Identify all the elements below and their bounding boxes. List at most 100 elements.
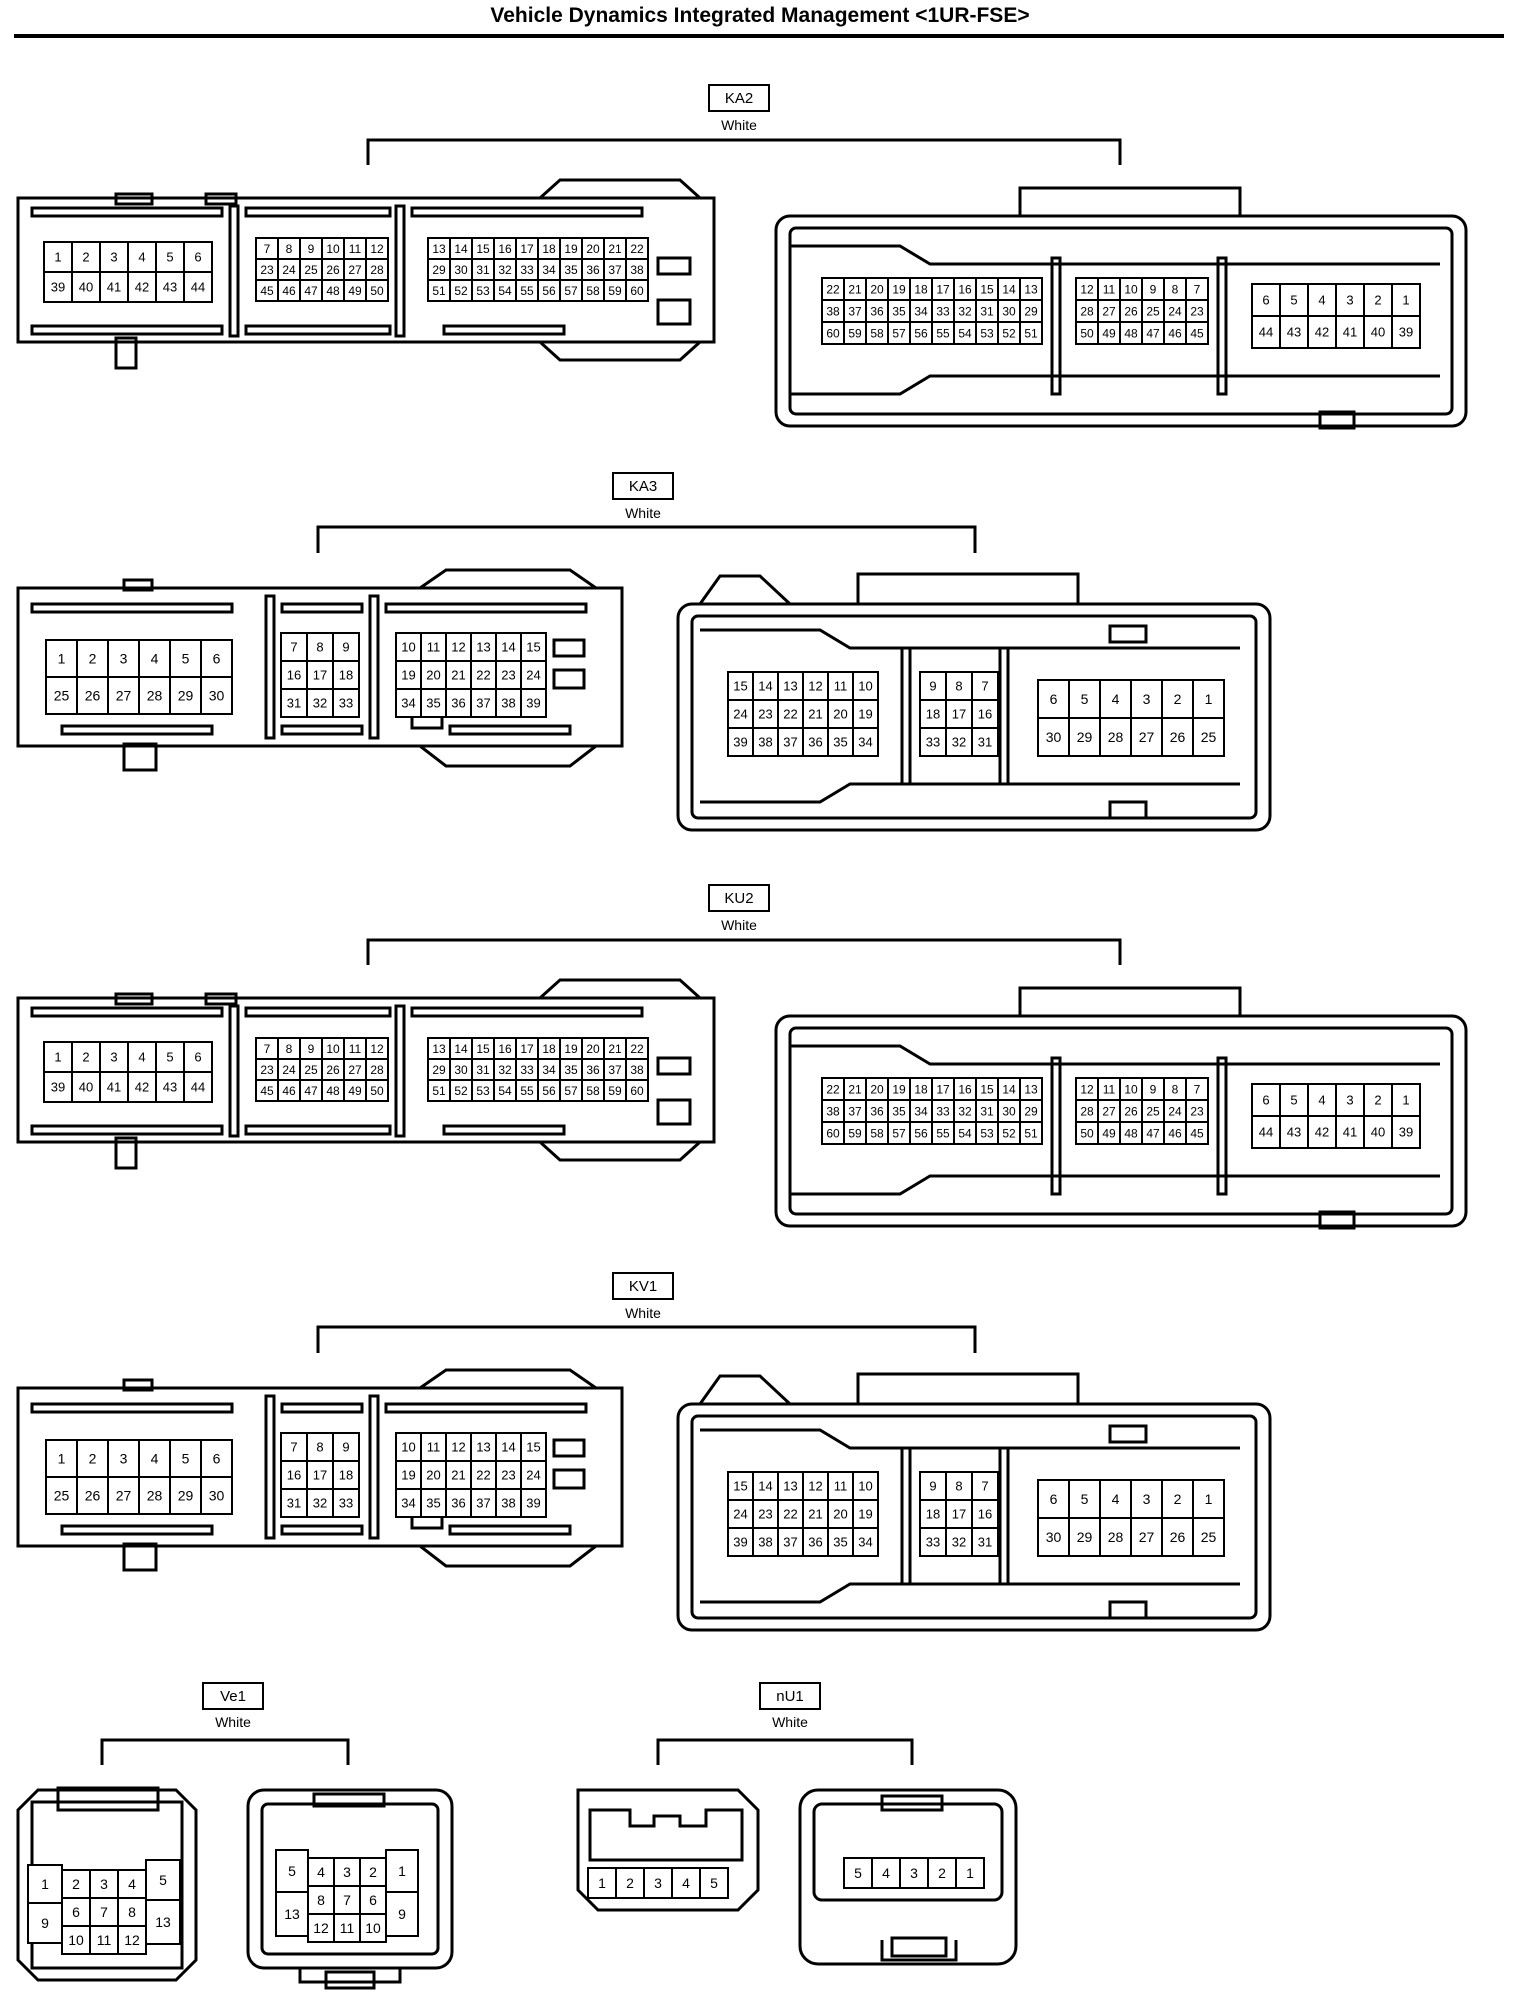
pin-label: 32 — [498, 263, 512, 277]
rail-top — [384, 602, 588, 614]
pin-label: 15 — [733, 679, 747, 694]
pin: 57 — [559, 1079, 583, 1102]
pin-label: 33 — [339, 696, 353, 711]
lever-top — [538, 978, 702, 1000]
pin: 34 — [395, 688, 422, 718]
latch-top — [312, 1792, 386, 1808]
pin-cell — [445, 1460, 472, 1490]
connector-color-nu1: White — [772, 1714, 808, 1730]
pin-cell — [827, 699, 854, 729]
pin: 27 — [343, 1058, 367, 1081]
pin: 4 — [127, 1041, 157, 1073]
pin: 50 — [365, 1079, 389, 1102]
pin-label: 33 — [926, 735, 940, 750]
pin: 26 — [1119, 299, 1143, 323]
pin: 20 — [865, 277, 889, 301]
rail-bottom — [30, 324, 224, 336]
pin: 36 — [802, 727, 829, 757]
connector-color-ve1: White — [215, 1714, 251, 1730]
pin: 1 — [1192, 1479, 1225, 1519]
pin-label: 11 — [834, 1479, 848, 1494]
harness-housing-kv1 — [16, 1386, 624, 1548]
pin: 5 — [1068, 1479, 1101, 1519]
pin-cell — [1019, 1121, 1043, 1145]
pin-label: 12 — [1080, 282, 1094, 296]
pin-cell — [727, 1471, 754, 1501]
pin: 12 — [365, 1037, 389, 1060]
pin: 45 — [1185, 1121, 1209, 1145]
pin: 6 — [1037, 679, 1070, 719]
pin: 28 — [365, 1058, 389, 1081]
pin: 46 — [277, 279, 301, 302]
pin-label: 57 — [892, 326, 906, 340]
pin-label: 7 — [1194, 282, 1201, 296]
pin: 43 — [1279, 315, 1309, 349]
pin-label: 2 — [626, 1875, 634, 1891]
pin-label: 52 — [454, 1084, 468, 1098]
pin: 34 — [395, 1488, 422, 1518]
pin: 28 — [138, 1476, 171, 1515]
pin-label: 1 — [598, 1875, 606, 1891]
latch-bottom — [1318, 410, 1356, 430]
pin-label: 6 — [1050, 1491, 1058, 1507]
pin: 50 — [365, 279, 389, 302]
pin: 22 — [777, 1499, 804, 1529]
pin-label: 4 — [1112, 1491, 1120, 1507]
pin-label: 6 — [194, 1050, 201, 1065]
pin: 1 — [385, 1849, 419, 1893]
lever-top — [538, 178, 702, 200]
pin-label: 10 — [401, 1440, 415, 1455]
pin-label: 26 — [1170, 729, 1186, 745]
pin-cell — [971, 699, 999, 729]
pin: 17 — [931, 277, 955, 301]
pin: 7 — [333, 1885, 361, 1915]
pin-label: 34 — [401, 696, 415, 711]
pin: 8 — [306, 632, 334, 662]
pin: 13 — [777, 671, 804, 701]
pin: 21 — [843, 277, 867, 301]
pin: 16 — [280, 1460, 308, 1490]
latch-top — [122, 1378, 154, 1392]
pin-label: 47 — [304, 284, 318, 298]
pin-label: 14 — [758, 679, 772, 694]
pin-cell — [183, 1041, 213, 1073]
pin-label: 36 — [586, 1063, 600, 1077]
pin: 11 — [827, 671, 854, 701]
pin: 24 — [520, 1460, 547, 1490]
pin: 5 — [1279, 1083, 1309, 1117]
pin-label: 26 — [85, 688, 101, 704]
pin-cell — [1391, 283, 1421, 317]
inner-rail-top — [790, 1044, 1440, 1066]
pin-label: 12 — [808, 679, 822, 694]
pin: 20 — [420, 660, 447, 690]
pin-label: 9 — [308, 242, 315, 256]
pin: 20 — [581, 237, 605, 260]
pin: 12 — [802, 671, 829, 701]
pin-label: 56 — [542, 1084, 556, 1098]
pin: 11 — [420, 632, 447, 662]
pin-label: 51 — [432, 284, 446, 298]
pin-label: 51 — [432, 1084, 446, 1098]
pin-label: 40 — [79, 280, 93, 295]
pin-label: 23 — [1190, 1104, 1204, 1118]
pin-cell — [332, 1488, 360, 1518]
inner-rail-top — [700, 628, 1240, 650]
pin-label: 18 — [542, 1042, 556, 1056]
pin-label: 56 — [914, 326, 928, 340]
pin-label: 3 — [910, 1865, 918, 1881]
pin-label: 41 — [1343, 325, 1357, 340]
pin: 44 — [183, 271, 213, 303]
pin-label: 36 — [451, 696, 465, 711]
pin: 47 — [299, 279, 323, 302]
pin: 5 — [843, 1857, 873, 1889]
pin-label: 32 — [958, 1104, 972, 1118]
pin: 13 — [427, 237, 451, 260]
pin-cell — [280, 688, 308, 718]
housing-inner — [260, 1802, 440, 1956]
